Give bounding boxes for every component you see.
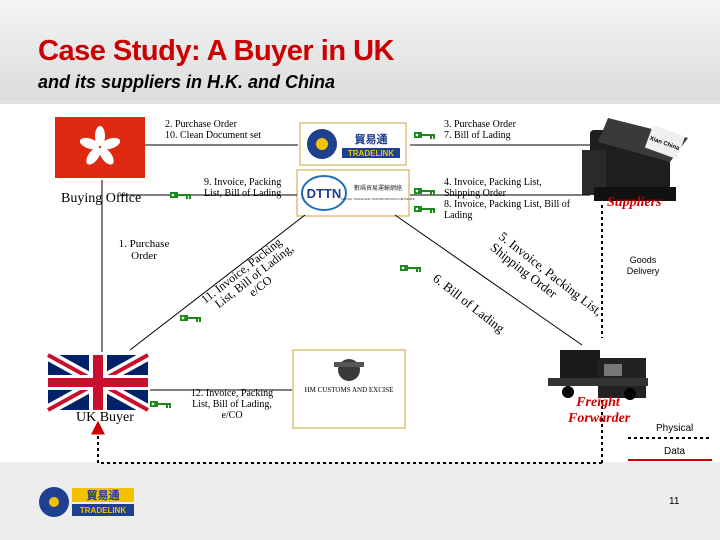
- dttn-logo-label: DTTN: [307, 186, 342, 201]
- legend-physical-label: Physical: [656, 423, 694, 434]
- truck-icon: [548, 350, 648, 400]
- uk-buyer-label: UK Buyer: [76, 410, 134, 425]
- physical-flow-lines: [91, 205, 603, 464]
- message-12-line-3: e/CO: [221, 410, 243, 421]
- message-3-line-2: 7. Bill of Lading: [444, 130, 511, 141]
- key-icon: [150, 401, 171, 408]
- message-12-line-1: 12. Invoice, Packing: [190, 388, 274, 399]
- message-2-label: 2. Purchase Order 10. Clean Document set: [165, 119, 261, 141]
- key-icon: [170, 192, 191, 199]
- goods-line-1: Goods: [629, 255, 657, 265]
- slide-subtitle: and its suppliers in H.K. and China: [38, 72, 336, 92]
- footer-tradelink-chinese: 貿易通: [87, 488, 120, 502]
- header-band: Case Study: A Buyer in UK and its suppli…: [0, 0, 720, 100]
- message-11-label: 11. Invoice, Packing List, Bill of Ladin…: [198, 230, 305, 326]
- freight-line-1: Freight: [576, 395, 620, 410]
- message-4-line-4: Lading: [444, 210, 473, 221]
- message-2-line-2: 10. Clean Document set: [165, 130, 262, 141]
- goods-delivery-label: Goods Delivery: [618, 255, 668, 277]
- freight-forwarder-label: Freight Forwarder: [568, 395, 631, 427]
- message-4-line-1: 4. Invoice, Packing List,: [444, 177, 542, 188]
- message-1-line-2: Order: [131, 250, 157, 262]
- page-number: 11: [669, 496, 680, 507]
- freight-line-2: Forwarder: [568, 411, 631, 426]
- key-icon: [414, 206, 435, 213]
- header-divider: [0, 100, 720, 104]
- message-1-label: 1. Purchase Order: [113, 238, 175, 262]
- slide-title: Case Study: A Buyer in UK: [38, 35, 394, 67]
- legend-data-label: Data: [664, 446, 686, 457]
- data-flow-lines: [101, 144, 590, 391]
- message-3-label: 3. Purchase Order 7. Bill of Lading: [444, 119, 516, 141]
- tradelink-logo-icon: [299, 122, 407, 166]
- message-2-line-1: 2. Purchase Order: [165, 119, 237, 130]
- message-12-label: 12. Invoice, Packing List, Bill of Ladin…: [184, 388, 280, 421]
- dttn-english-label: DIGITAL TRADE AND TRANSPORTATION NETWORK: [341, 197, 414, 201]
- message-9-line-1: 9. Invoice, Packing: [204, 177, 282, 188]
- dttn-logo-icon: [296, 169, 410, 217]
- tradelink-chinese-label: 貿易通: [355, 132, 388, 146]
- hong-kong-flag-icon: [55, 117, 145, 178]
- message-4-line-2: Shipping Order: [444, 188, 506, 199]
- tradelink-logo-label: TRADELINK: [348, 149, 394, 158]
- message-6-label: 6. Bill of Lading: [430, 271, 508, 336]
- dttn-chinese-label: 數碼貿易運輸網絡: [354, 184, 402, 192]
- footer-tradelink-label: TRADELINK: [80, 506, 126, 515]
- buying-office-label: Buying Office: [61, 191, 142, 206]
- goods-line-2: Delivery: [626, 266, 660, 276]
- footer-tradelink-logo-icon: [39, 487, 134, 517]
- uk-flag-icon: [45, 350, 151, 415]
- message-9-label: 9. Invoice, Packing List, Bill of Lading: [204, 177, 281, 199]
- message-4-line-3: 8. Invoice, Packing List, Bill of: [444, 199, 571, 210]
- suppliers-label: Suppliers: [607, 195, 662, 210]
- message-9-line-2: List, Bill of Lading: [204, 188, 282, 199]
- printer-icon: [582, 118, 688, 201]
- message-5-label: 5. Invoice, Packing List, Shipping Order: [488, 229, 609, 332]
- key-icon: [400, 265, 421, 272]
- message-4-label: 4. Invoice, Packing List, Shipping Order…: [444, 177, 570, 221]
- customs-label: HM CUSTOMS AND EXCISE: [305, 386, 394, 394]
- key-icon: [180, 315, 201, 322]
- message-1-line-1: 1. Purchase: [118, 238, 170, 250]
- key-icon: [414, 132, 435, 139]
- key-icon: [414, 188, 435, 195]
- customs-logo-icon: [292, 349, 406, 429]
- message-12-line-2: List, Bill of Lading,: [192, 399, 272, 410]
- message-3-line-1: 3. Purchase Order: [444, 119, 516, 130]
